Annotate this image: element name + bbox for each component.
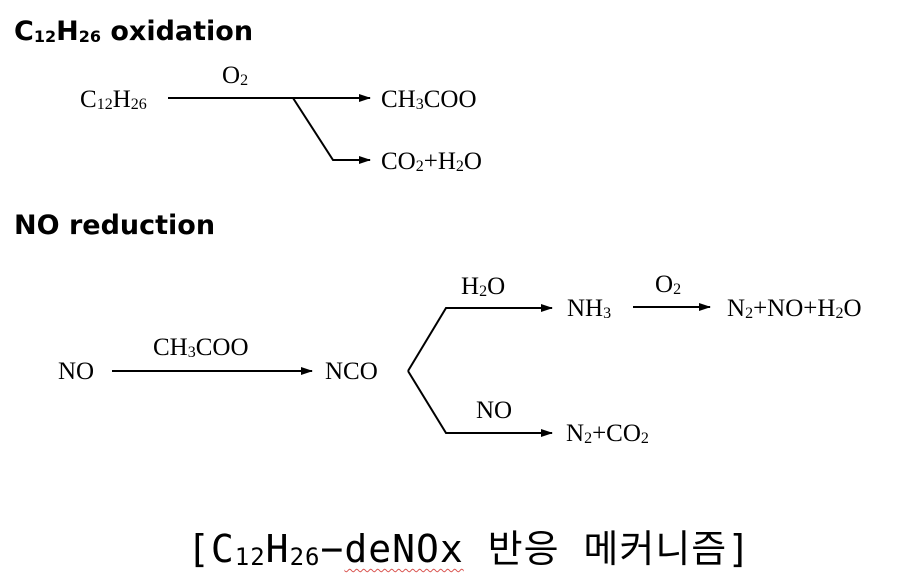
reduction-heading: NO reduction [14, 210, 216, 241]
nco-intermediate: NCO [325, 358, 378, 385]
spellcheck-underlined-word: deNOx [344, 527, 464, 571]
arrow-to-n2-co2 [407, 370, 553, 437]
final-products-lower: N2+CO2 [566, 420, 649, 447]
acetate-reagent-label: CH3COO [153, 334, 249, 361]
ammonia-product: NH3 [567, 295, 612, 322]
dodecane-reactant: C12H26 [80, 86, 147, 113]
acetate-product: CH3COO [381, 86, 477, 113]
water-reagent-label: H2O [461, 273, 506, 300]
figure-caption: [C12H26−deNOx 반응 메커니즘] [187, 527, 752, 571]
no-reagent-label: NO [476, 397, 513, 424]
co2-h2o-product: CO2+H2O [381, 148, 482, 175]
oxygen-reagent-label-2: O2 [655, 271, 682, 298]
arrow-to-ammonia [407, 304, 553, 372]
final-products-upper: N2+NO+H2O [727, 295, 862, 322]
no-reactant: NO [58, 358, 95, 385]
oxygen-reagent-label: O2 [222, 62, 249, 89]
oxidation-heading: C12H26 oxidation [14, 16, 254, 47]
arrow-to-co2-h2o [292, 97, 371, 164]
